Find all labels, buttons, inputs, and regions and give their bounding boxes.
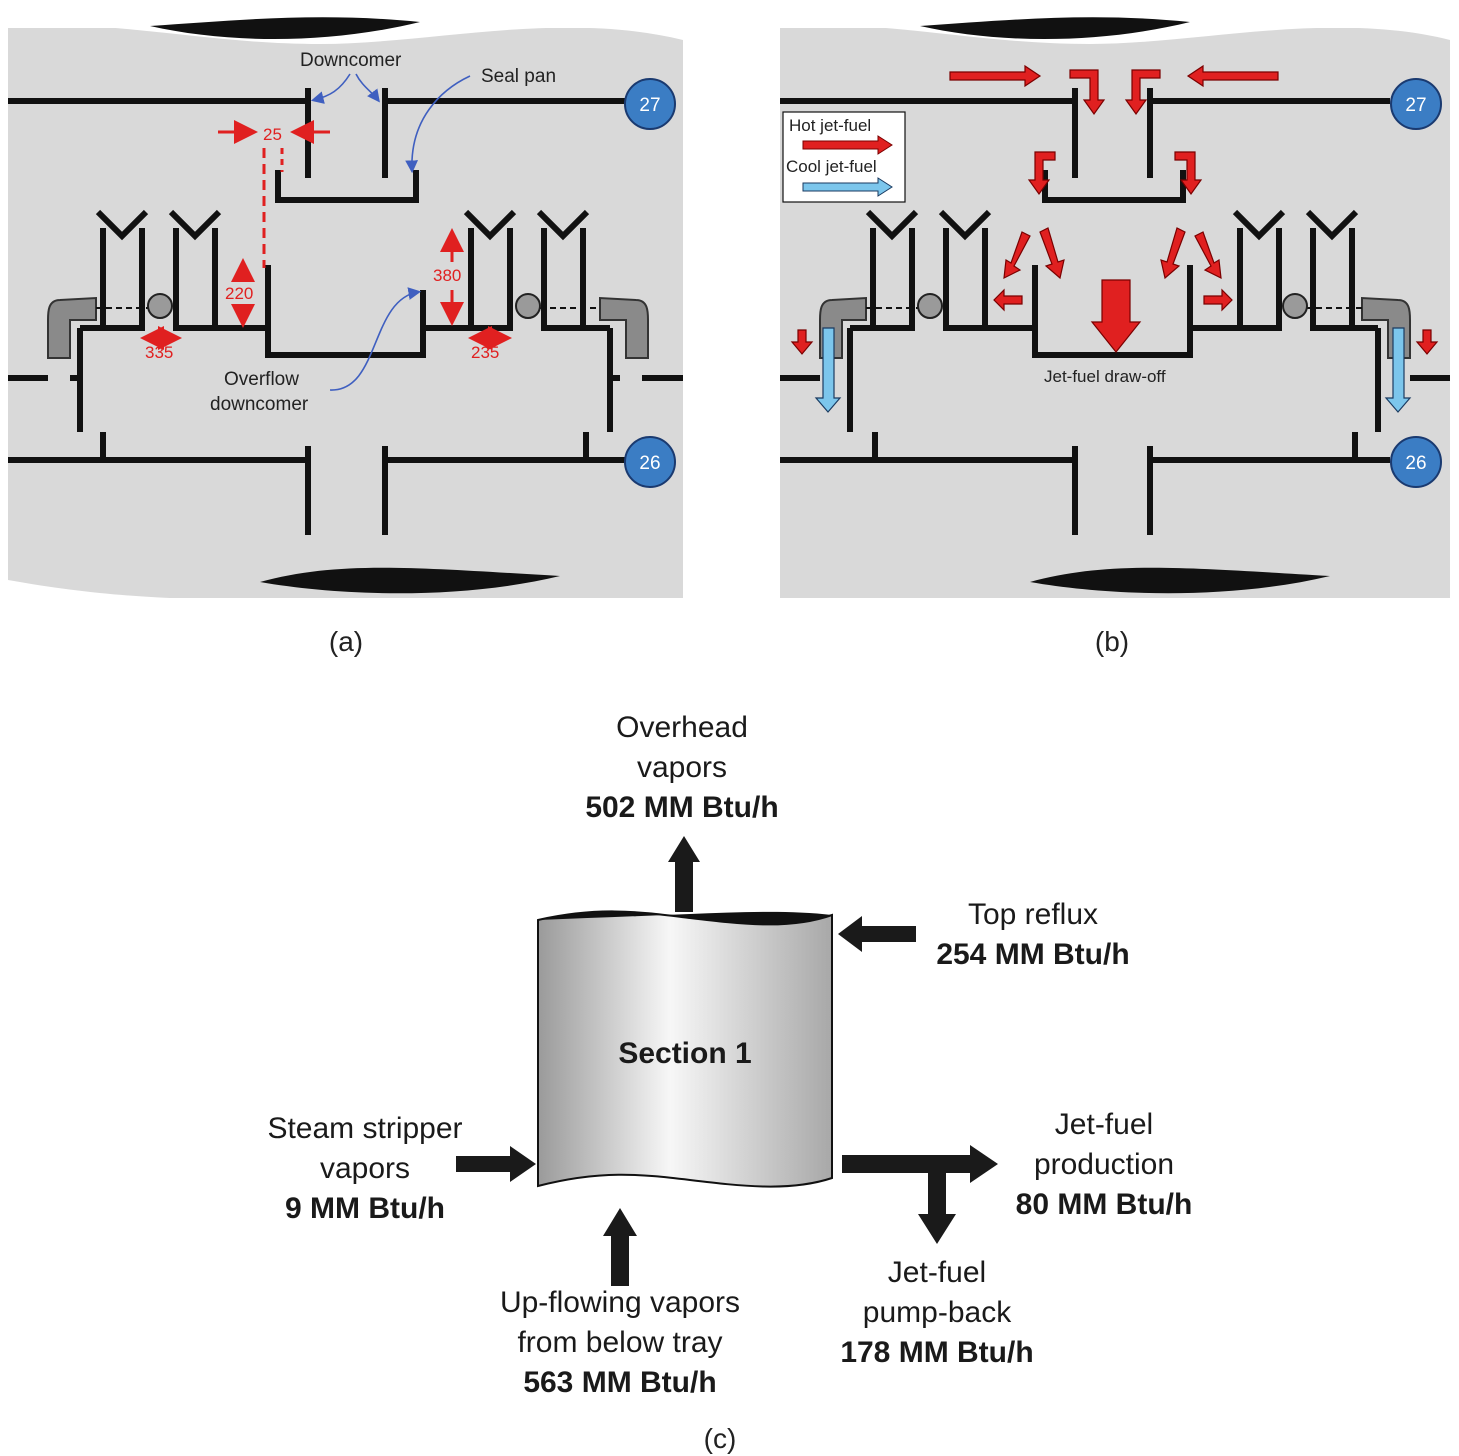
caption-a: (a) [329, 626, 363, 657]
legend-hot-label: Hot jet-fuel [789, 116, 871, 135]
tray-number-27-a: 27 [639, 95, 660, 116]
label-overflow-1: Overflow [224, 369, 299, 390]
pumpback-line2: pump-back [863, 1296, 1012, 1329]
pipe-circle-left-a [147, 293, 173, 319]
callout-lines-a [310, 73, 471, 391]
tray-badge-27-b [1390, 78, 1442, 130]
steam-line2: vapors [320, 1152, 410, 1185]
panel-a: 25 220 380 335 235 Downcomer Seal pan Ov… [8, 6, 683, 657]
tray-badge-26-a [624, 436, 676, 488]
dim-25: 25 [263, 125, 282, 144]
production-line1: Jet-fuel [1055, 1108, 1153, 1141]
pipe-circle-left-b [917, 293, 943, 319]
panel-b: Hot jet-fuel Cool jet-fuel Jet-fuel draw… [780, 6, 1450, 657]
production-line2: production [1034, 1148, 1174, 1181]
overhead-line1: Overhead [616, 711, 748, 744]
overhead-value: 502 MM Btu/h [585, 791, 778, 824]
pipe-elbow-right-a [599, 296, 649, 359]
stream-arrows [456, 836, 998, 1286]
dim-220: 220 [225, 284, 253, 303]
pumpback-line1: Jet-fuel [888, 1256, 986, 1289]
hot-flow-arrows [790, 64, 1439, 355]
legend-cool-label: Cool jet-fuel [786, 157, 877, 176]
arrow-top-reflux [838, 916, 916, 952]
legend-hot-arrow [802, 135, 893, 155]
pipe-circle-right-b [1282, 293, 1308, 319]
label-overflow-2: downcomer [210, 394, 309, 415]
upflow-value: 563 MM Btu/h [523, 1366, 716, 1399]
tray-badge-26-b [1390, 436, 1442, 488]
panel-c: Section 1 Overhead vapors 502 MM Btu/h T… [267, 711, 1192, 1454]
arrow-overhead [668, 836, 700, 912]
label-seal-pan: Seal pan [481, 66, 556, 87]
overhead-line2: vapors [637, 751, 727, 784]
caption-b: (b) [1095, 626, 1129, 657]
steam-line1: Steam stripper [267, 1112, 462, 1145]
top-reflux-line1: Top reflux [968, 898, 1098, 931]
tray-number-27-b: 27 [1405, 95, 1426, 116]
dimension-lines-a [140, 120, 512, 350]
pipe-elbow-left-a [47, 296, 97, 359]
dim-380: 380 [433, 266, 461, 285]
tray-number-26-a: 26 [639, 453, 660, 474]
tray-structure-b [780, 88, 1450, 535]
tray-number-26-b: 26 [1405, 453, 1426, 474]
arrow-production-pumpback [842, 1145, 998, 1244]
upflow-line1: Up-flowing vapors [500, 1286, 740, 1319]
cut-bottom-white-a [8, 580, 300, 600]
section-label: Section 1 [618, 1037, 751, 1070]
dim-235: 235 [471, 343, 499, 362]
dim-335: 335 [145, 343, 173, 362]
top-reflux-value: 254 MM Btu/h [936, 938, 1129, 971]
cut-bottom-black-b [1030, 567, 1330, 594]
tray-structure-a [8, 88, 683, 535]
label-drawoff: Jet-fuel draw-off [1044, 367, 1166, 386]
cut-top-black-a [150, 17, 420, 40]
arrow-steam-stripper [456, 1146, 536, 1182]
caption-c: (c) [704, 1423, 737, 1454]
cut-bottom-black-a [260, 567, 560, 594]
pipe-circle-right-a [515, 293, 541, 319]
cylinder-top-edge [538, 911, 832, 925]
tray-badge-27-a [624, 78, 676, 130]
steam-value: 9 MM Btu/h [285, 1192, 445, 1225]
vessel-section-a [8, 28, 683, 598]
label-downcomer: Downcomer [300, 50, 402, 71]
cool-flow-arrows [814, 327, 1412, 413]
upflow-line2: from below tray [517, 1326, 722, 1359]
cut-top-black-b [920, 17, 1190, 40]
arrow-upflowing [603, 1208, 637, 1286]
production-value: 80 MM Btu/h [1016, 1188, 1193, 1221]
legend-cool-arrow [802, 177, 893, 197]
pumpback-value: 178 MM Btu/h [840, 1336, 1033, 1369]
